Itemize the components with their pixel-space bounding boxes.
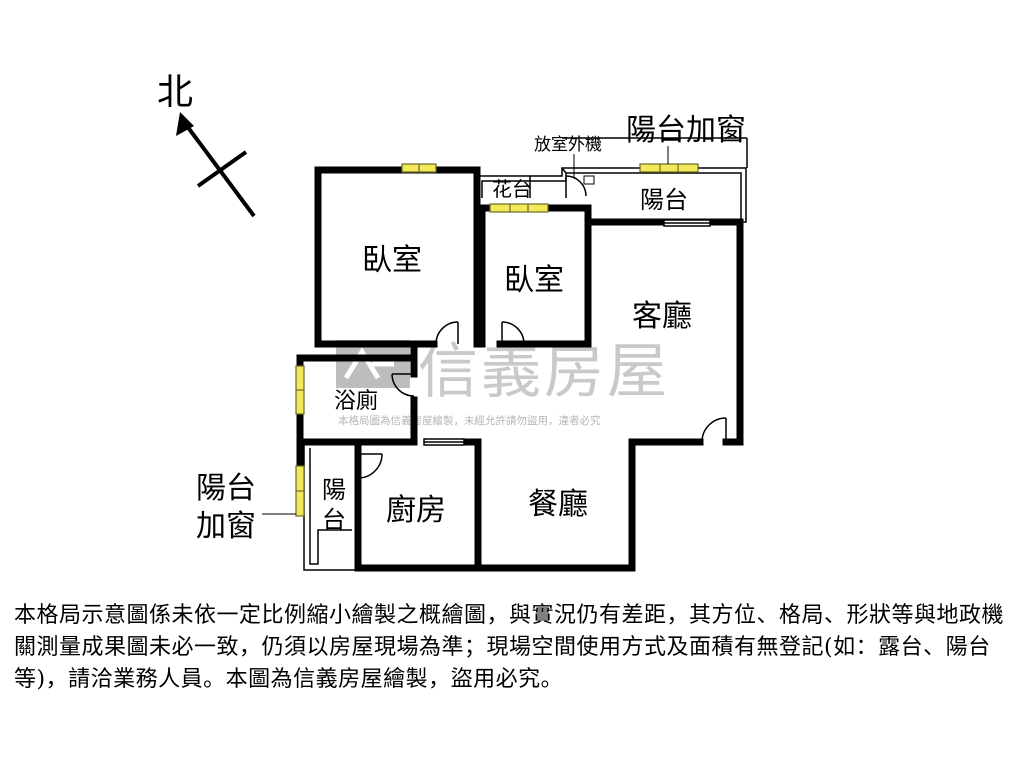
annotation-balcony-window-left-2: 加窗 <box>196 509 256 544</box>
window-icon <box>295 465 305 517</box>
room-label-balcony: 陽台 <box>640 186 688 214</box>
bedroom1-door-icon <box>435 321 459 345</box>
window-icon <box>639 163 699 173</box>
balcony-door-small-icon <box>565 175 587 198</box>
annotation-balcony-window-top: 陽台加窗 <box>626 113 746 148</box>
compass-label: 北 <box>157 72 193 113</box>
bedroom2-door-icon <box>501 321 525 345</box>
room-label-bedroom-2: 臥室 <box>504 263 564 298</box>
windows <box>295 163 699 517</box>
balcony-sliding-door-icon <box>663 219 711 227</box>
kitchen-door-icon <box>357 453 383 479</box>
floor-plan: 北 信義房屋 本格局圖為信義房屋繪製，未經允許請勿盜用，違者必究 <box>157 72 748 572</box>
room-label-kitchen: 廚房 <box>386 493 446 528</box>
annotation-ac-unit: 放室外機 <box>534 135 602 155</box>
kitchen-sliding-door-icon <box>423 438 465 446</box>
ac-unit-icon <box>583 175 595 185</box>
balcony-outline <box>476 137 748 223</box>
entry-door-icon <box>701 417 727 443</box>
annotation-balcony-window-left-1: 陽台 <box>196 471 256 506</box>
north-arrow-icon <box>176 112 256 218</box>
doors <box>357 175 727 479</box>
walls <box>296 166 744 572</box>
watermark: 信義房屋 本格局圖為信義房屋繪製，未經允許請勿盜用，違者必究 <box>336 337 670 427</box>
room-label-bathroom: 浴廁 <box>334 389 378 414</box>
room-label-bedroom-1: 臥室 <box>362 243 422 278</box>
bathroom-door-icon <box>391 373 415 397</box>
room-label-dining-room: 餐廳 <box>528 487 588 522</box>
room-label-side-balcony-2: 台 <box>322 506 346 534</box>
room-label-side-balcony-1: 陽 <box>322 476 346 504</box>
window-icon <box>295 365 305 415</box>
room-label-living-room: 客廳 <box>632 299 692 334</box>
window-icon <box>489 203 549 213</box>
window-icon <box>401 163 437 173</box>
watermark-brand: 信義房屋 <box>418 337 670 407</box>
watermark-notice: 本格局圖為信義房屋繪製，未經允許請勿盜用，違者必究 <box>338 414 601 427</box>
room-label-flower-bed: 花台 <box>492 177 532 201</box>
disclaimer-text: 本格局示意圖係未依一定比例縮小繪製之概繪圖，與實況仍有差距，其方位、格局、形狀等… <box>14 603 1005 692</box>
